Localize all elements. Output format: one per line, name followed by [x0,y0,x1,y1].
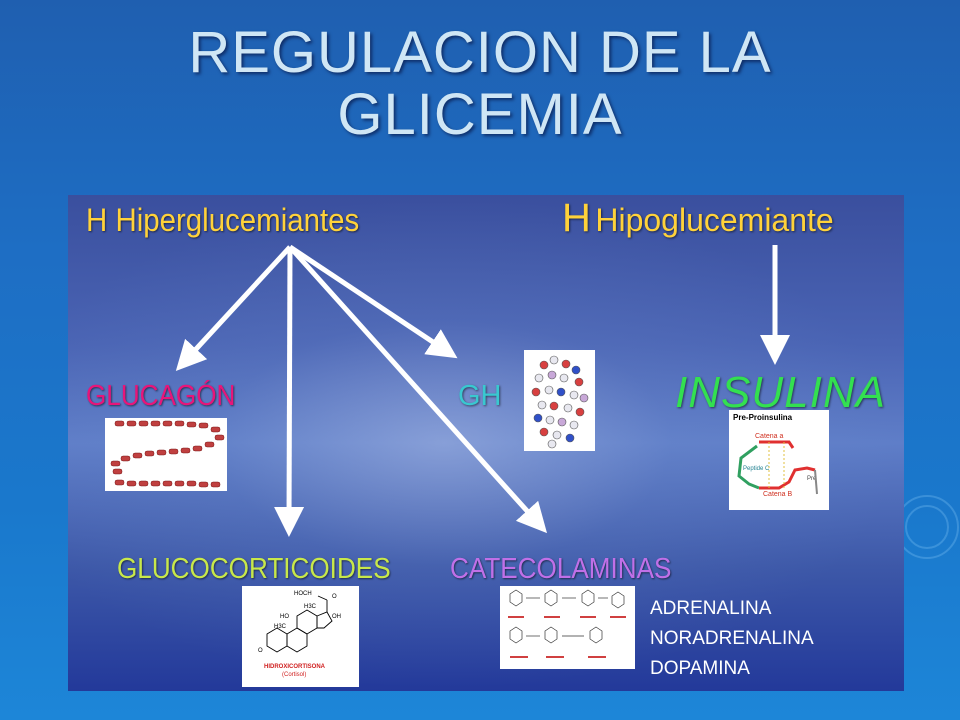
catecolaminas-label: CATECOLAMINAS [450,553,672,585]
gh-protein-image [524,350,595,451]
hypoglycemic-header: H Hipoglucemiante [562,196,834,241]
hyper-prefix: H [86,202,108,238]
chain-a-text: Catena a [755,433,784,440]
insulina-label: INSULINA [675,368,886,417]
arrow-to-glucagon [175,245,292,372]
cortisol-structure-image: HOCH O H3C OH HO H3C O HIDROXICORTISONA … [242,586,359,687]
chain-b-text: Catena B [763,491,793,498]
catecholamine-pathway-drawing [508,589,626,658]
slide-title: REGULACION DE LA GLICEMIA [0,22,960,146]
pre-text: Pre [807,476,817,482]
gh-protein-drawing [531,355,589,449]
list-item: DOPAMINA [650,658,750,679]
insulin-structure-image: Pre-Proinsulina Catena a Peptide C Caten… [729,410,829,510]
title-line-1: REGULACION DE LA [188,20,772,85]
insulin-structure-drawing: Pre-Proinsulina Catena a Peptide C Caten… [733,413,818,498]
glucagon-label: GLUCAGÓN [86,380,236,412]
arrow-to-glucocorticoides [274,246,305,537]
gh-label: GH [458,380,502,412]
title-line-2: GLICEMIA [337,82,623,147]
hypo-label: Hipoglucemiante [595,202,834,238]
ho-text: HO [280,614,289,620]
hyperglycemic-header: H Hiperglucemiantes [86,202,359,239]
oh-text: OH [332,614,341,620]
insulin-title-text: Pre-Proinsulina [733,413,793,422]
list-item: NORADRENALINA [650,628,814,649]
hyper-label: Hiperglucemiantes [115,202,360,238]
cortisol-structure-drawing: HOCH O H3C OH HO H3C O HIDROXICORTISONA … [258,591,341,678]
hypo-prefix: H [562,196,591,240]
glucagon-chain-drawing [110,420,225,488]
cortisol-subname-text: (Cortisol) [282,672,306,678]
h3c-text-1: H3C [304,604,317,610]
h3c-text-2: H3C [274,624,287,630]
arrow-to-gh [288,244,458,359]
cortisol-name-text: HIDROXICORTISONA [264,664,326,670]
catecholamine-pathway-image [500,586,635,669]
catecolaminas-list: ADRENALINA NORADRENALINA DOPAMINA [650,594,814,684]
hoch2-text: HOCH [294,591,312,597]
glucagon-chain-image [105,418,227,491]
o-top-text: O [332,594,337,600]
o-left-text: O [258,648,263,654]
glucocorticoides-label: GLUCOCORTICOIDES [117,553,391,585]
peptide-c-text: Peptide C [743,466,770,472]
list-item: ADRENALINA [650,598,772,619]
arrow-to-catecolaminas [288,245,548,534]
